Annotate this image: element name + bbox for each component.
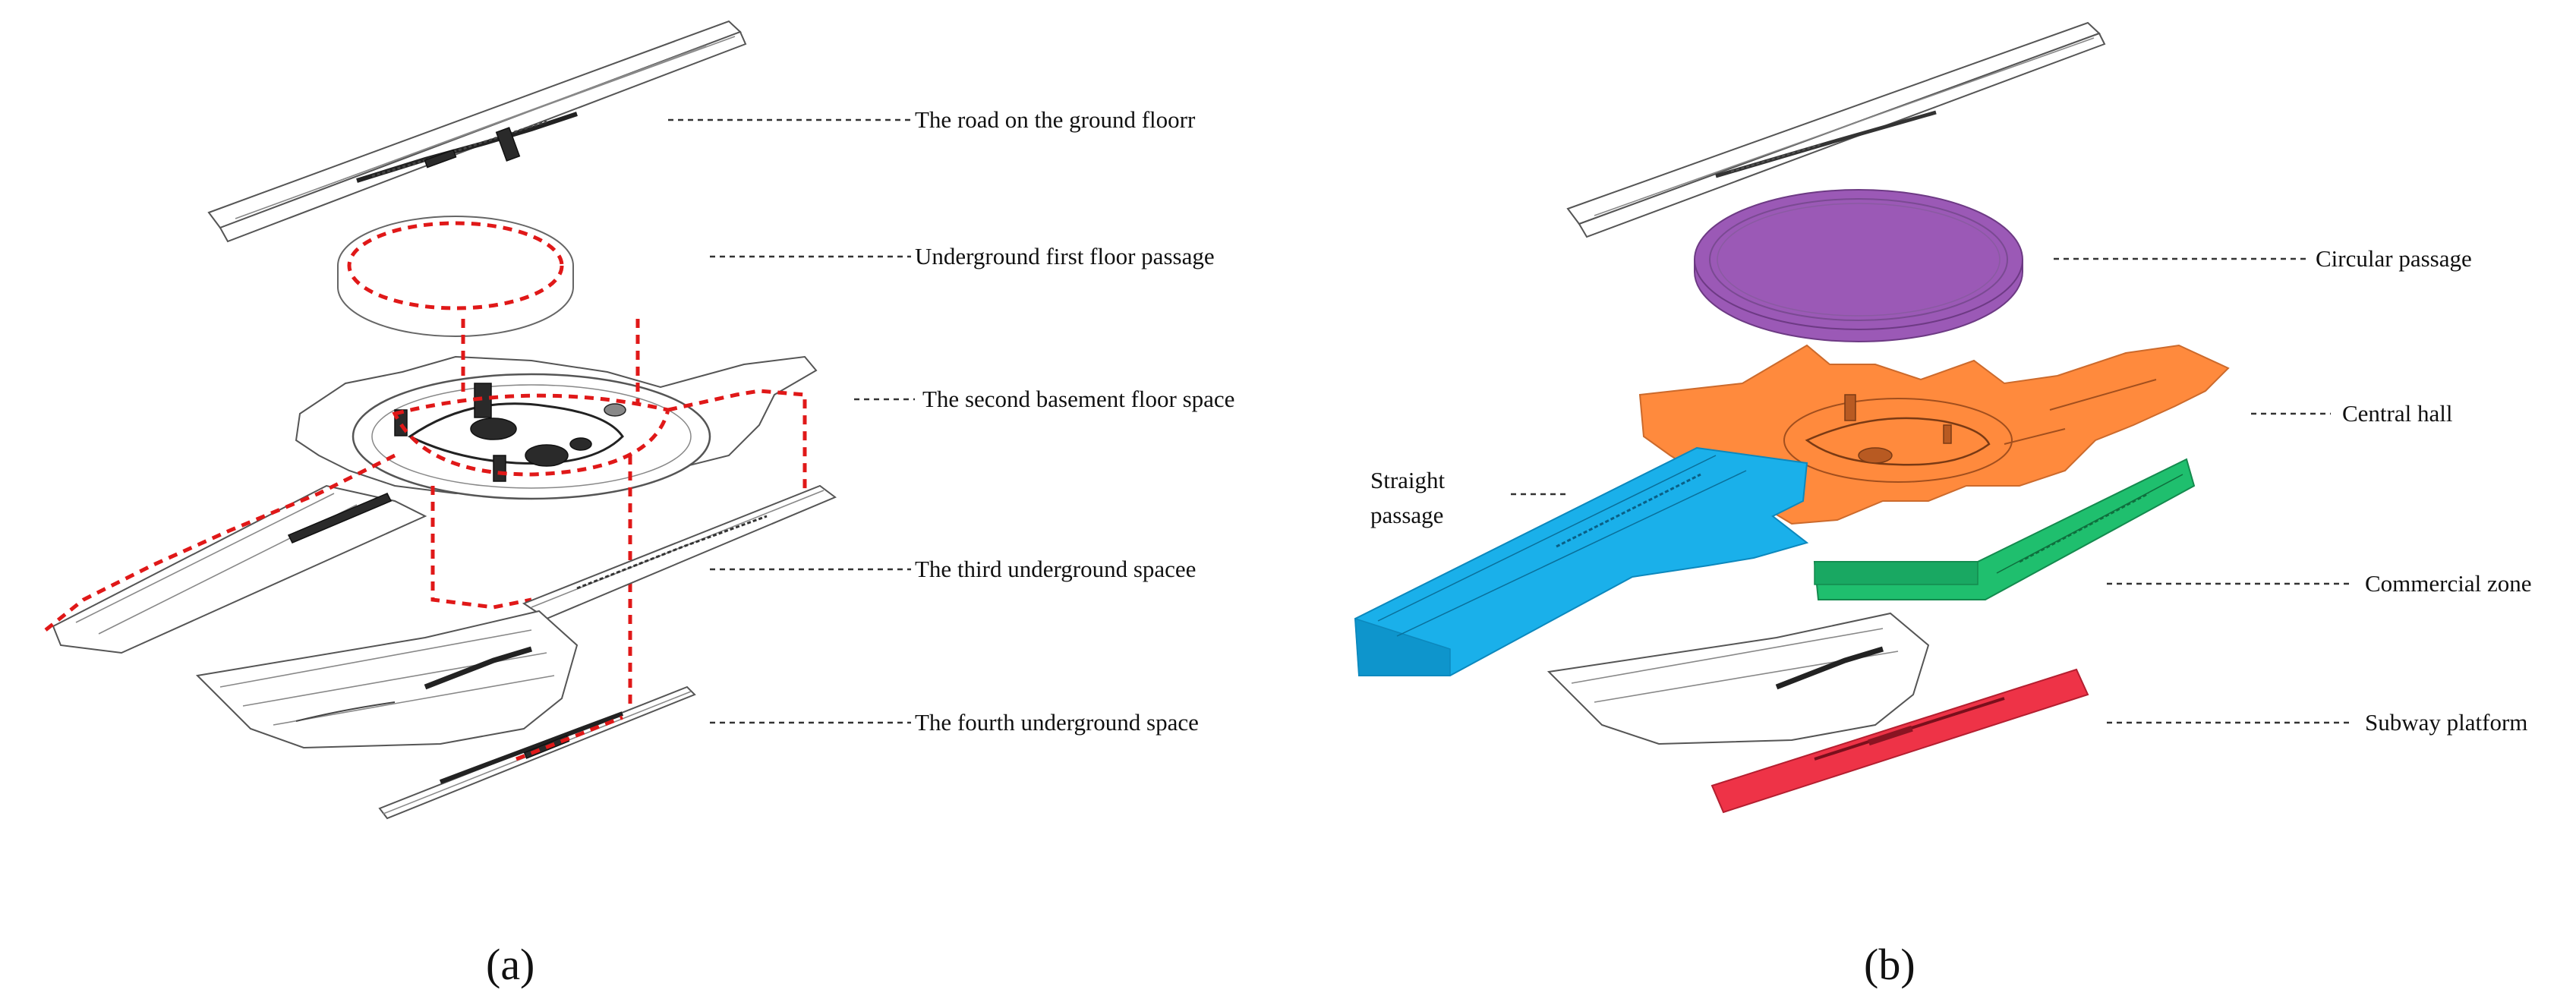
label-straight-passage-line2: passage (1370, 502, 1443, 528)
label-straight-passage-line1: Straight (1370, 467, 1446, 493)
panel-b: Circular passage Central hall Straight p… (1354, 21, 2532, 989)
third-underground-layer-b (1547, 612, 1930, 745)
label-third-underground: The third underground spacee (915, 556, 1196, 582)
second-basement-layer-a (44, 319, 837, 714)
label-central-hall: Central hall (2342, 400, 2452, 427)
label-first-floor-passage: Underground first floor passage (915, 243, 1215, 269)
fourth-underground-layer-a (378, 685, 696, 820)
label-circular-passage: Circular passage (2316, 245, 2472, 272)
panel-a: The road on the ground floorr Undergroun… (44, 20, 1234, 989)
circular-passage-b (1694, 189, 2023, 342)
caption-b: (b) (1864, 940, 1915, 989)
caption-a: (a) (486, 940, 534, 989)
ground-road-layer-b (1566, 21, 2106, 238)
commercial-zone-b (1813, 458, 2196, 600)
label-second-basement-floor: The second basement floor space (922, 386, 1234, 412)
ground-road-layer-a (207, 20, 747, 243)
label-ground-road: The road on the ground floorr (915, 106, 1196, 133)
label-subway-platform: Subway platform (2365, 709, 2527, 736)
third-underground-layer-a (195, 610, 579, 749)
first-floor-ring-a (337, 216, 574, 337)
label-fourth-underground: The fourth underground space (915, 709, 1199, 736)
label-commercial-zone: Commercial zone (2365, 570, 2532, 597)
circular-passage-top (1694, 189, 2023, 330)
subway-platform-shape (1711, 668, 2089, 814)
subway-platform-b (1711, 668, 2089, 814)
straight-passage-b (1354, 446, 1809, 676)
